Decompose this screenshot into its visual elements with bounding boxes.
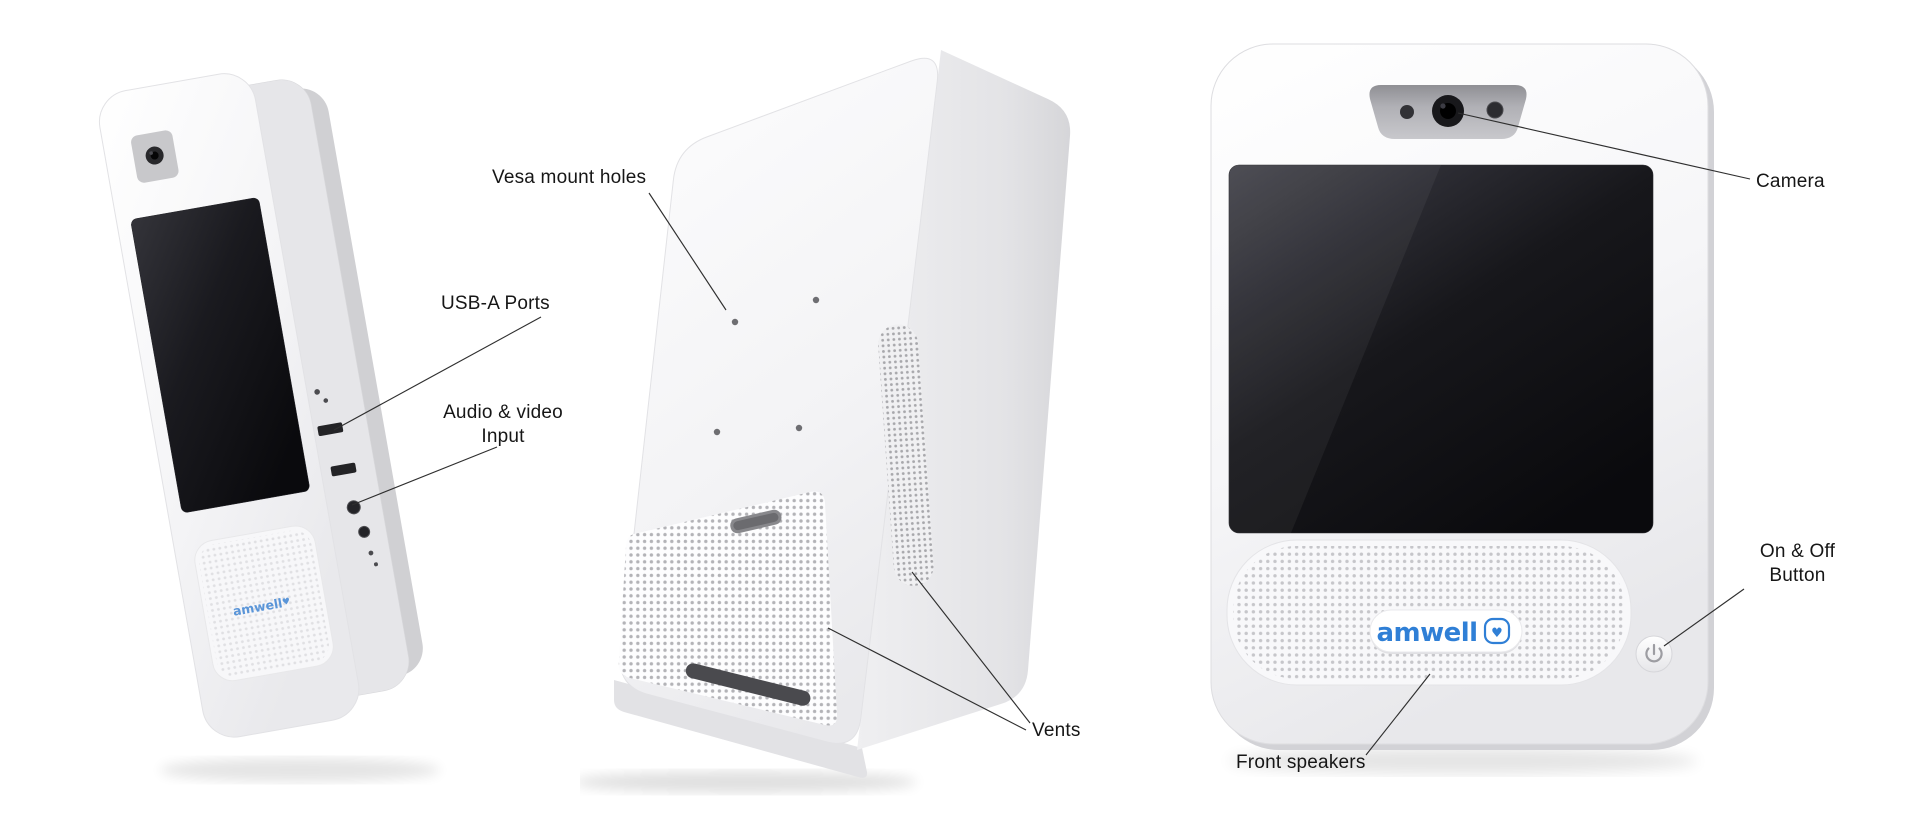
port-dot [314, 389, 320, 395]
camera-sensor-left [1400, 105, 1414, 119]
power-icon [1645, 643, 1663, 663]
device-shadow [160, 758, 440, 782]
brand-heart-icon-small: ♥ [281, 597, 291, 608]
device-back-view [580, 50, 1071, 793]
callout-on-off-button: On & Off Button [1740, 540, 1855, 588]
brand-heart-icon: ♥ [1491, 626, 1503, 641]
power-button [1635, 635, 1673, 673]
callout-label: Front speakers [1236, 752, 1366, 773]
callout-camera: Camera [1756, 170, 1825, 194]
brand-logo-pill [1369, 609, 1523, 653]
port-dot [323, 398, 329, 403]
callout-label: USB-A Ports [441, 293, 550, 314]
vesa-hole [731, 318, 739, 326]
port-dot [373, 562, 378, 567]
usb-a-port-2 [330, 462, 357, 477]
callout-usb-a-ports: USB-A Ports [441, 292, 550, 316]
vesa-hole [713, 428, 721, 436]
callout-vesa-mount-holes: Vesa mount holes [492, 166, 646, 190]
callout-audio-video-input: Audio & video Input [438, 401, 568, 449]
side-ports [314, 389, 378, 567]
device-shadow [580, 771, 917, 793]
camera-sensor-right [1486, 101, 1504, 119]
device-shadow [1228, 748, 1698, 774]
screen [131, 197, 310, 513]
vesa-hole [812, 296, 820, 304]
callout-label-line2: Input [481, 425, 525, 447]
callout-label-line1: On & Off [1759, 541, 1836, 562]
callout-label: Vents [1032, 720, 1081, 741]
side-vents [878, 324, 934, 586]
device-front-view: amwell ♥ [1210, 43, 1714, 774]
brand-mark-bubble [1483, 617, 1511, 645]
callout-label: Camera [1756, 171, 1825, 192]
device-base [614, 680, 868, 778]
screen [1228, 164, 1654, 534]
camera-lens-highlight [1440, 103, 1446, 109]
rear-vent-grille [618, 491, 838, 726]
callout-vents: Vents [1032, 719, 1081, 743]
camera-module [1369, 85, 1527, 139]
bottom-slot [685, 663, 811, 706]
speaker-grille: amwell ♥ [194, 525, 334, 682]
vesa-mount-holes [713, 296, 820, 436]
callout-label: Vesa mount holes [492, 167, 647, 188]
callout-front-speakers: Front speakers [1236, 751, 1366, 775]
camera-notch [131, 130, 179, 183]
callout-label-line1: Audio & video [443, 402, 563, 423]
latch-slot [730, 509, 782, 534]
brand-logo-text: amwell [1376, 618, 1477, 648]
vesa-hole [795, 424, 803, 432]
audio-video-jack-2 [358, 525, 371, 538]
device-side-view: amwell ♥ [98, 73, 440, 782]
front-speaker-grille: amwell ♥ [1226, 539, 1632, 686]
callout-label-line2: Button [1769, 564, 1826, 586]
port-dot [368, 550, 374, 556]
